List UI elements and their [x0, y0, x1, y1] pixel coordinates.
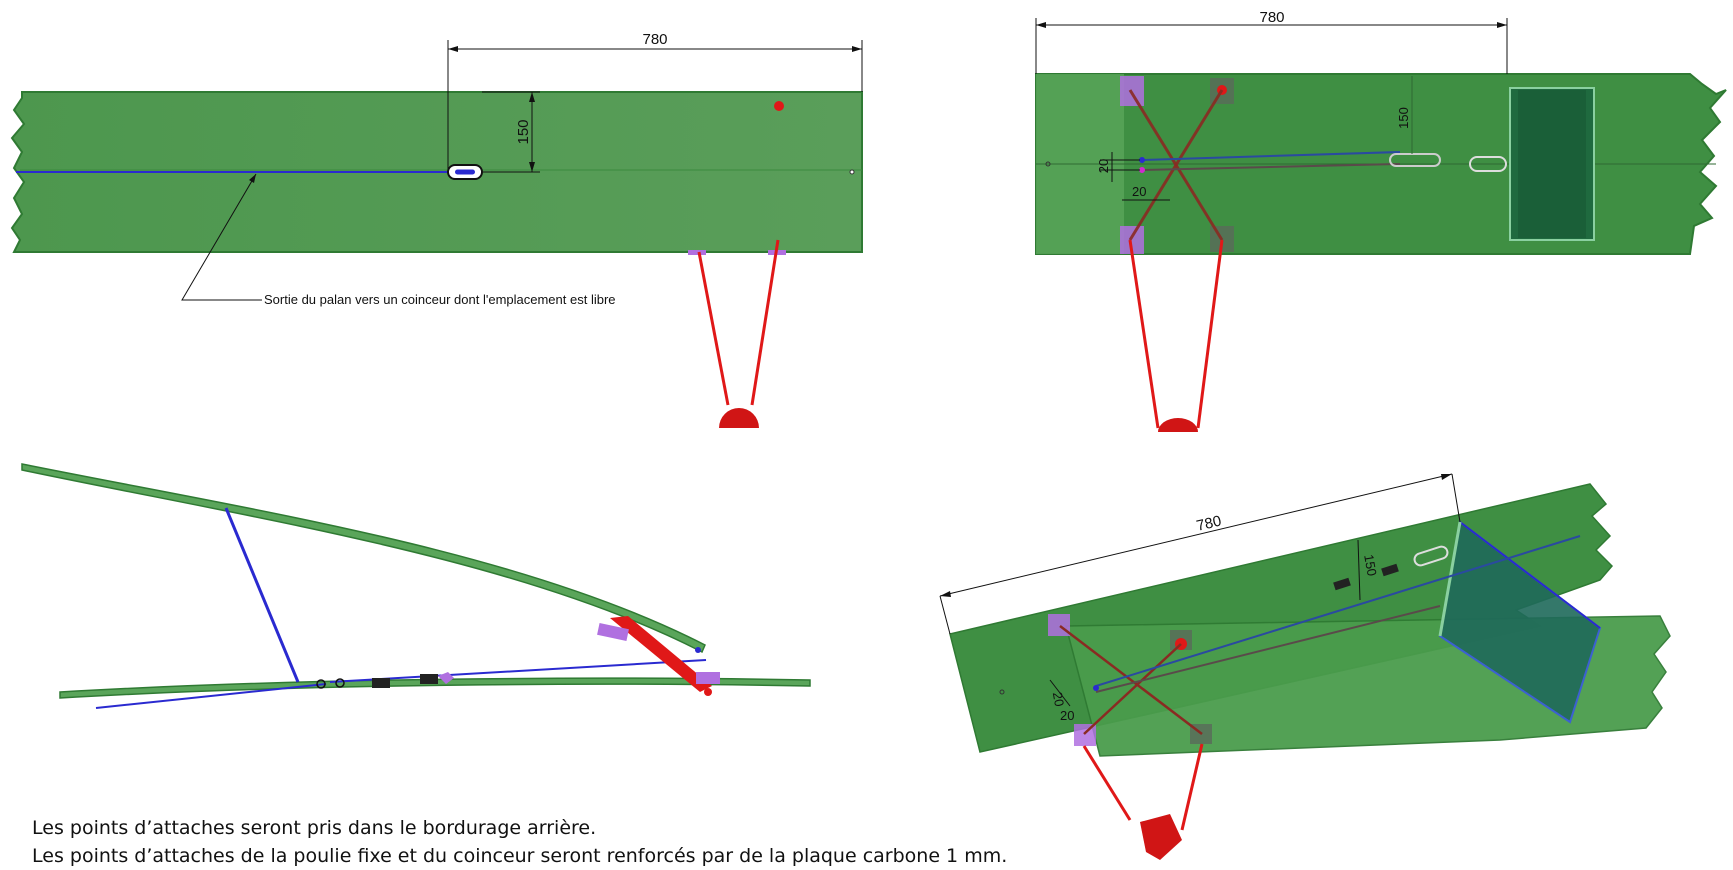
bottom-left-drawing [21, 463, 811, 709]
dim-label-150: 150 [1396, 107, 1411, 129]
deck-curve [21, 463, 706, 654]
red-bridle-right [1196, 239, 1224, 429]
red-bridle-left [697, 251, 730, 406]
blue-rope [1141, 151, 1401, 161]
view-top-left: 780 150 Sortie du palan vers un coinceur… [0, 0, 880, 440]
blue-rope [95, 683, 327, 709]
fairlead-slot [1469, 156, 1507, 172]
caption-line-1: Les points d’attaches seront pris dans l… [32, 817, 597, 839]
red-bridle-left [1082, 745, 1132, 821]
blue-rope [1095, 535, 1581, 687]
dim-label-780: 780 [1259, 9, 1284, 26]
dim-label-20-a: 20 [1050, 691, 1067, 708]
caption: Les points d’attaches seront pris dans l… [32, 814, 1182, 870]
red-block [1158, 418, 1198, 432]
annotation-text: Sortie du palan vers un coinceur dont l'… [264, 292, 616, 307]
view-bottom-right: 780 150 20 20 [920, 440, 1733, 865]
red-bridle-left [1128, 239, 1160, 429]
red-bridle-right [750, 239, 780, 406]
dim-label-150: 150 [1361, 553, 1380, 577]
top-right-drawing: 780 150 20 20 [1035, 9, 1727, 432]
dim-label-150: 150 [515, 119, 532, 144]
fairlead-slot [1413, 545, 1449, 567]
red-bridle-right [1180, 743, 1204, 831]
cross-rope-b [1128, 89, 1224, 241]
annotation-leader [181, 173, 262, 301]
caption-line-2: Les points d’attaches de la poulie fixe … [32, 845, 1008, 867]
top-left-drawing: 780 150 Sortie du palan vers un coinceur… [10, 31, 863, 428]
dim-label-780: 780 [1195, 513, 1223, 535]
cross-rope-b [1083, 643, 1182, 735]
view-bottom-left [0, 440, 880, 740]
dim-line-780 [939, 473, 1453, 597]
dim-label-780: 780 [642, 31, 667, 48]
bottom-right-drawing: 780 150 20 20 [939, 473, 1671, 860]
dim-label-20-b: 20 [1060, 708, 1074, 723]
red-block [719, 408, 759, 428]
cross-rope-a [1059, 625, 1203, 735]
red-attach-point [774, 101, 784, 111]
blue-strut [224, 507, 300, 683]
dim-label-20-a: 20 [1096, 159, 1111, 173]
red-block [1140, 814, 1182, 860]
dim-label-20-b: 20 [1132, 184, 1146, 199]
view-top-right: 780 150 20 20 [1000, 0, 1733, 440]
red-bridle [610, 616, 712, 692]
